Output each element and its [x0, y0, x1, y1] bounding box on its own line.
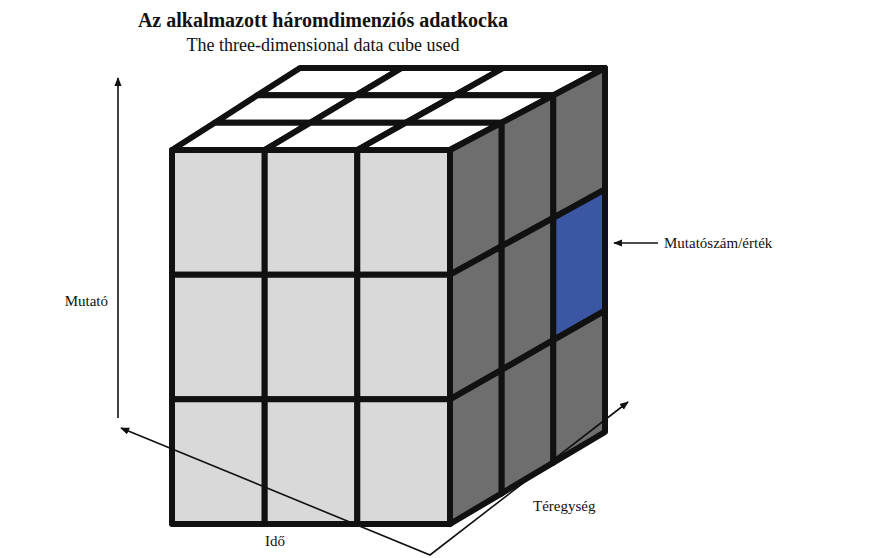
front-face-cell: [265, 275, 358, 400]
front-face-cell: [265, 150, 358, 275]
side-face-cell: [502, 340, 554, 493]
subtitle: The three-dimensional data cube used: [187, 36, 460, 56]
axis-label: Téregység: [533, 498, 595, 515]
front-face-cell: [172, 150, 265, 275]
cube: [172, 68, 605, 524]
side-face-cell: [450, 370, 502, 524]
axis-arrow: [117, 78, 119, 418]
leader-arrow: [614, 242, 658, 244]
axis-arrow: [121, 402, 628, 555]
front-face-cell: [357, 399, 450, 524]
front-face-cell: [357, 275, 450, 400]
front-face-cell: [357, 150, 450, 275]
front-face-cell: [172, 399, 265, 524]
front-face-cell: [172, 275, 265, 400]
callout-label: Mutatószám/érték: [664, 235, 772, 252]
axis-label: Mutató: [65, 293, 108, 310]
chart-title: Az alkalmazott háromdimenziós adatkocka: [138, 9, 508, 31]
axis-label: Idő: [265, 533, 285, 550]
